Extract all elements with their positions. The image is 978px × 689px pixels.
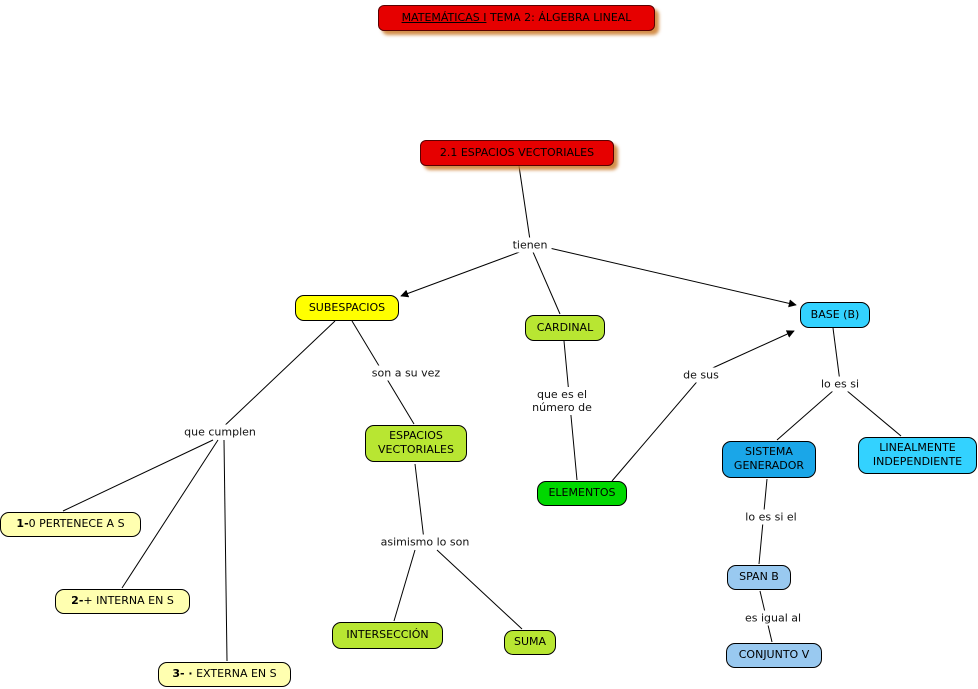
edge-subespacios-quecumplen [219, 320, 336, 431]
node-span-b[interactable]: SPAN B [727, 565, 791, 590]
edge-elementos-desus [611, 376, 702, 482]
edge-asimismo-suma [436, 549, 523, 630]
condicion-1-rest: 0 PERTENECE A S [28, 517, 125, 531]
node-condicion-1[interactable]: 1-0 PERTENECE A S [0, 512, 141, 537]
node-espacios-vectoriales-21[interactable]: 2.1 ESPACIOS VECTORIALES [420, 140, 614, 166]
edge-label-que-es-el-numero-de[interactable]: que es el número de [528, 387, 596, 415]
condicion-2-prefix: 2- [71, 594, 84, 608]
edge-desus-base [705, 330, 795, 372]
condicion-2-rest: + INTERNA EN S [83, 594, 174, 608]
edge-label-que-cumplen[interactable]: que cumplen [180, 424, 260, 440]
edge-espaciosvect-asimismo [414, 463, 425, 541]
edge-loessi-linealmente [845, 389, 902, 437]
node-suma[interactable]: SUMA [504, 630, 556, 655]
node-interseccion[interactable]: INTERSECCIÓN [332, 622, 443, 649]
edge-21-tienen [518, 165, 531, 241]
map-title[interactable]: MATEMÁTICAS I TEMA 2: ÁLGEBRA LINEAL [378, 5, 655, 31]
node-base-b[interactable]: BASE (B) [800, 302, 870, 328]
map-title-rest: TEMA 2: ÁLGEBRA LINEAL [486, 10, 632, 24]
node-elementos[interactable]: ELEMENTOS [537, 481, 627, 506]
node-subespacios[interactable]: SUBESPACIOS [295, 295, 399, 321]
edge-loessi-sistemagenerador [776, 389, 835, 441]
edge-label-de-sus[interactable]: de sus [679, 367, 723, 383]
condicion-3-prefix: 3- · [172, 667, 193, 681]
edge-base-loessi [832, 327, 841, 383]
edge-label-tienen[interactable]: tienen [508, 237, 552, 253]
node-condicion-2[interactable]: 2-+ INTERNA EN S [55, 589, 190, 614]
edge-tienen-base [544, 246, 797, 308]
node-condicion-2-label: 2-+ INTERNA EN S [71, 594, 174, 608]
edge-label-lo-es-si-el[interactable]: lo es si el [741, 509, 801, 525]
node-linealmente-independiente[interactable]: LINEALMENTE INDEPENDIENTE [858, 437, 977, 474]
edge-label-lo-es-si[interactable]: lo es si [816, 376, 864, 392]
edge-tienen-subespacios [400, 249, 526, 298]
condicion-3-rest: EXTERNA EN S [192, 667, 277, 681]
edge-label-son-a-su-vez[interactable]: son a su vez [367, 365, 445, 381]
edge-label-asimismo-lo-son[interactable]: asimismo lo son [376, 534, 474, 550]
condicion-1-prefix: 1- [16, 517, 29, 531]
edge-label-es-igual-al[interactable]: es igual al [740, 610, 806, 626]
edge-asimismo-interseccion [393, 549, 416, 622]
node-condicion-3[interactable]: 3- · EXTERNA EN S [158, 662, 291, 687]
node-conjunto-v[interactable]: CONJUNTO V [726, 643, 822, 668]
node-condicion-1-label: 1-0 PERTENECE A S [16, 517, 124, 531]
map-title-text: MATEMÁTICAS I TEMA 2: ÁLGEBRA LINEAL [402, 11, 632, 25]
edge-tienen-cardinal [532, 251, 561, 315]
node-cardinal[interactable]: CARDINAL [525, 315, 605, 341]
edge-quecumplen-cond1 [62, 439, 214, 512]
node-sistema-generador[interactable]: SISTEMA GENERADOR [722, 441, 816, 478]
node-espacios-vectoriales[interactable]: ESPACIOS VECTORIALES [365, 425, 467, 462]
node-condicion-3-label: 3- · EXTERNA EN S [172, 667, 276, 681]
edge-quecumplen-cond3 [223, 439, 228, 662]
map-title-underlined: MATEMÁTICAS I [401, 10, 487, 24]
edge-quecumplen-cond2 [121, 439, 219, 589]
